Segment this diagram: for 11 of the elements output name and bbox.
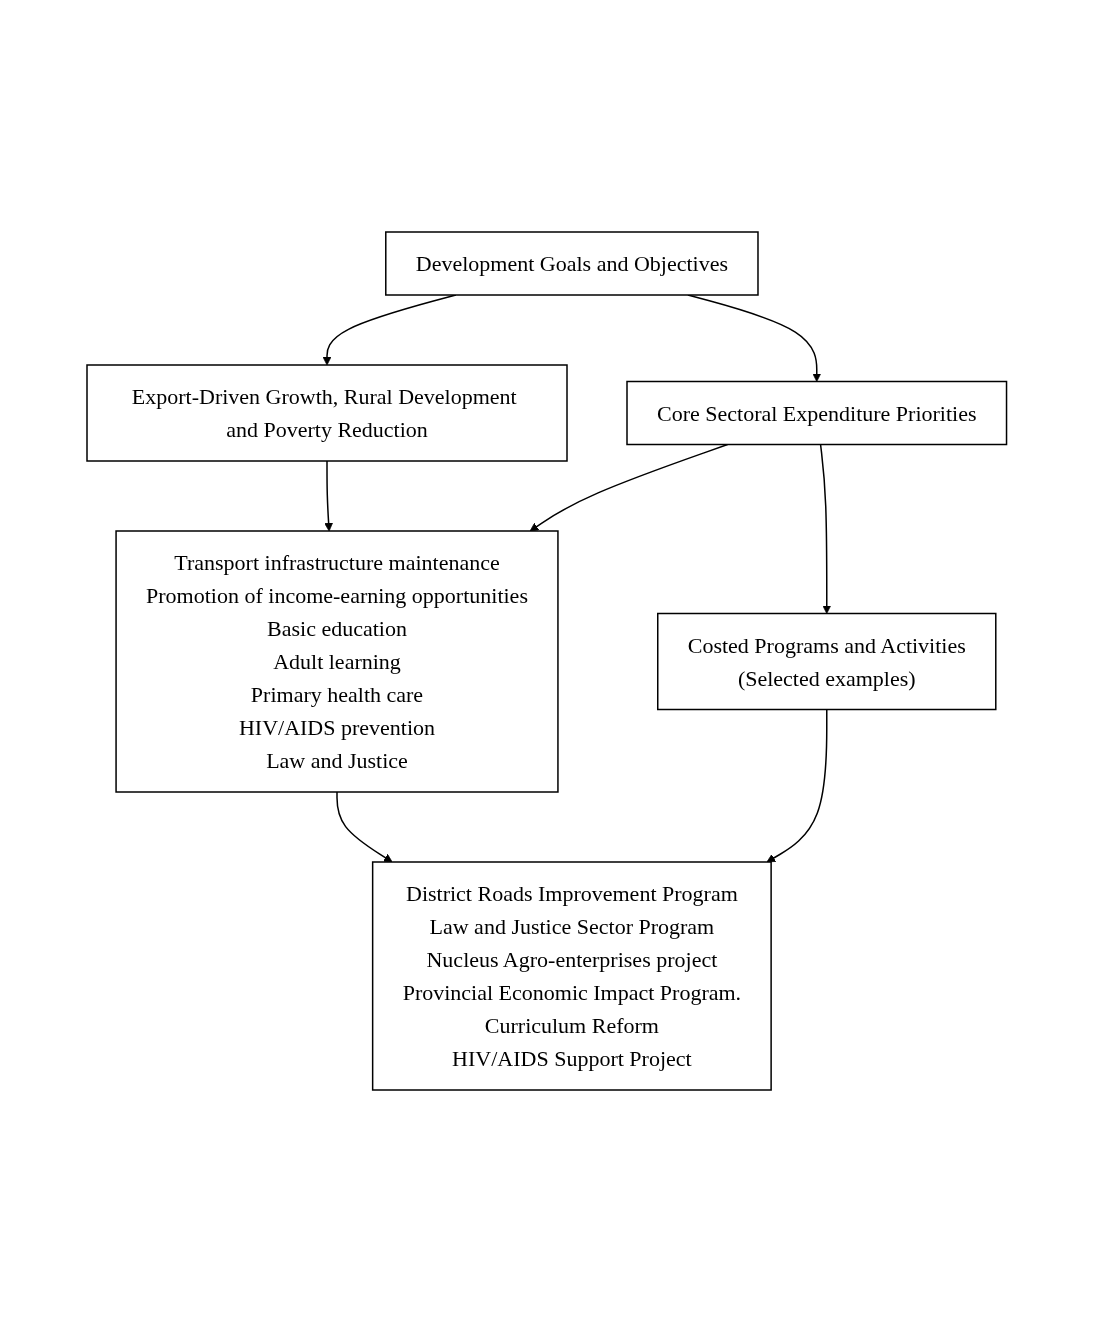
arrow — [766, 708, 828, 862]
node-box: District Roads Improvement Program Law and Justice Sector Program Nucleus Agro-enterprises project Provincial Economic Impact Program. Curriculum Reform HIV/AIDS Support Project — [372, 860, 773, 1091]
arrow — [336, 790, 393, 862]
arrow — [820, 443, 832, 614]
node-box: Core Sectoral Expenditure Priorities — [626, 380, 1008, 445]
arrow — [324, 459, 334, 531]
node-box: Development Goals and Objectives — [385, 230, 759, 296]
node-box: Export-Driven Growth, Rural Development and Poverty Reduction — [86, 363, 568, 462]
node-box: Transport infrastructure maintenance Promotion of income-earning opportunities Basic education Adult learning Primary health care HIV/AIDS prevention Law and Justice — [115, 529, 559, 793]
arrow — [529, 443, 729, 531]
node-box: Costed Programs and Activities (Selected examples) — [657, 612, 997, 710]
